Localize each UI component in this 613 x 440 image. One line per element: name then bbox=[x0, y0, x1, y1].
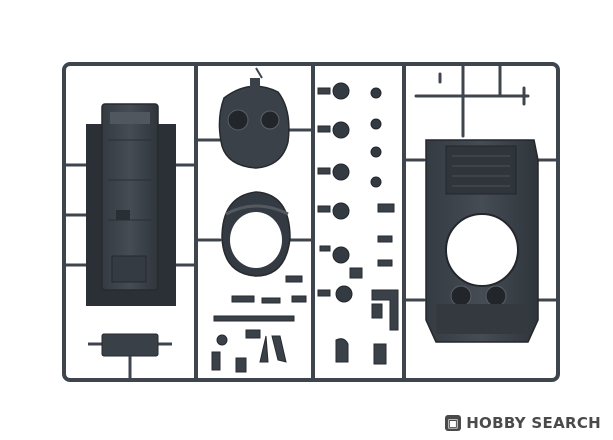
antenna-parts bbox=[414, 72, 530, 106]
small-parts-cluster-b bbox=[317, 87, 399, 365]
sprue-frame bbox=[62, 62, 560, 382]
upper-hull bbox=[425, 139, 539, 343]
road-wheels bbox=[332, 82, 382, 303]
watermark-text: HOBBY SEARCH bbox=[466, 414, 601, 432]
sprue-gates bbox=[62, 64, 560, 302]
small-parts-cluster-a bbox=[211, 275, 307, 373]
hull-floor-plate bbox=[86, 103, 176, 306]
turret-ring bbox=[221, 191, 291, 277]
watermark: ▣ HOBBY SEARCH bbox=[445, 414, 601, 432]
turret-top bbox=[218, 67, 290, 169]
small-hull-part bbox=[88, 333, 172, 378]
hobby-search-logo-icon: ▣ bbox=[445, 415, 462, 431]
